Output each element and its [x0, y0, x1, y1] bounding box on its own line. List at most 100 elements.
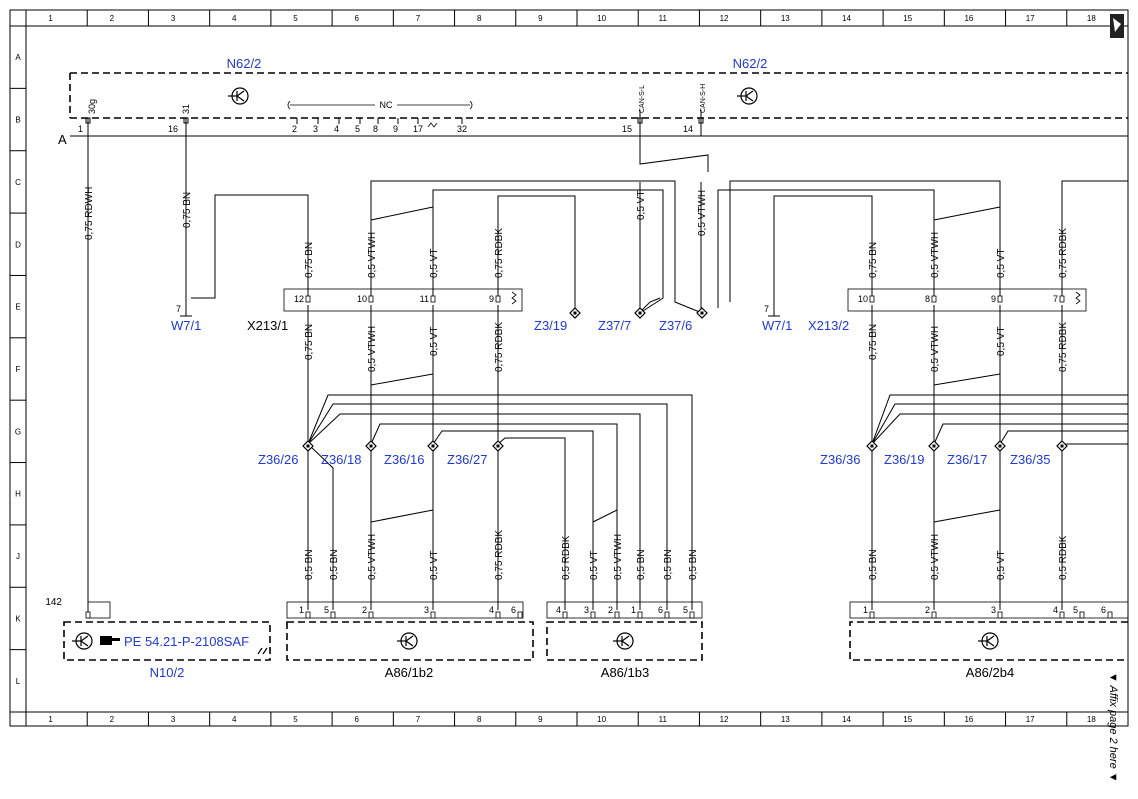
column-label: 4 — [232, 14, 237, 23]
column-label: 12 — [720, 14, 729, 23]
nc-pin-stubs — [296, 118, 463, 124]
wire-label: 0,5 VT — [996, 249, 1007, 278]
column-label: 3 — [171, 715, 176, 724]
row-label: J — [16, 552, 20, 561]
column-label: 5 — [293, 14, 298, 23]
column-label: 2 — [110, 715, 115, 724]
wire-label: 0,75 RDBK — [494, 322, 505, 372]
drawing-frame — [9, 9, 1129, 727]
wire-network — [87, 136, 1128, 614]
column-label: 10 — [597, 14, 606, 23]
nc-pin-label: 9 — [393, 124, 398, 134]
transistor-icon — [397, 632, 418, 650]
wire-label: 0,5 BN — [636, 549, 647, 580]
column-label: 10 — [597, 715, 606, 724]
wire-label: 0,5 VT — [429, 249, 440, 278]
column-label: 3 — [171, 14, 176, 23]
column-label: 15 — [903, 14, 912, 23]
row-label: E — [15, 303, 20, 312]
wire-label: 0,75 BN — [304, 242, 315, 278]
n62-can-l: CAN-S-L — [639, 85, 646, 113]
bottom-pin-stubs — [85, 611, 1113, 619]
x213-1-label: X213/1 — [247, 318, 288, 333]
wire-label: 0,75 RDBK — [494, 530, 505, 580]
module-pin: 3 — [991, 605, 996, 615]
n62-module-outline — [69, 72, 1128, 119]
wire-label: 0,5 VT — [996, 327, 1007, 356]
wire-label: 0,5 RDBK — [1058, 535, 1069, 580]
n10-2-label: N10/2 — [150, 665, 185, 680]
column-label: 6 — [354, 14, 359, 23]
z36-36-label: Z36/36 — [820, 452, 860, 467]
x213-1-pin: 9 — [489, 294, 494, 304]
column-label: 13 — [781, 14, 790, 23]
module-pin: 2 — [608, 605, 613, 615]
module-pin: 1 — [299, 605, 304, 615]
column-label: 7 — [416, 715, 421, 724]
wire-label: 0,5 VT — [589, 551, 600, 580]
x213-2-label: X213/2 — [808, 318, 849, 333]
a86-2b4-label: A86/2b4 — [966, 665, 1014, 680]
row-label: B — [15, 116, 20, 125]
module-pin: 4 — [489, 605, 494, 615]
column-label: 7 — [416, 14, 421, 23]
wire-label: 0,5 RDBK — [561, 535, 572, 580]
transistor-icon — [228, 87, 249, 105]
z36-16-label: Z36/16 — [384, 452, 424, 467]
n62-pin-15: 15 — [622, 124, 632, 134]
module-pin: 2 — [925, 605, 930, 615]
column-label: 6 — [354, 715, 359, 724]
transistor-icon — [978, 632, 999, 650]
module-pin: 2 — [362, 605, 367, 615]
wire-label: 0,5 VTWH — [613, 534, 624, 580]
module-pin: 4 — [556, 605, 561, 615]
n62-pin-stubs — [85, 110, 704, 136]
n62-pin-31: 31 — [181, 104, 191, 114]
x213-2-pin: 10 — [858, 294, 868, 304]
wire-label: 0,5 VT — [429, 327, 440, 356]
column-label: 8 — [477, 715, 482, 724]
wire-label: 0,5 VT — [996, 551, 1007, 580]
nc-label: NC — [380, 100, 393, 110]
column-label: 2 — [110, 14, 115, 23]
column-label: 5 — [293, 715, 298, 724]
row-label: L — [16, 677, 21, 686]
wire-label: 0,75 BN — [868, 324, 879, 360]
wire-label: 0,75 RDBK — [1058, 228, 1069, 278]
row-label: K — [15, 614, 21, 623]
bottom-pin-strips — [87, 601, 1129, 619]
bottom-module-outlines — [63, 621, 1128, 661]
x213-1-pin: 10 — [357, 294, 367, 304]
column-label: 4 — [232, 715, 237, 724]
wire-label: 0,5 VT — [636, 191, 647, 220]
row-label: G — [15, 427, 21, 436]
column-label: 16 — [964, 715, 973, 724]
x213-1-pin: 12 — [294, 294, 304, 304]
z3-19-label: Z3/19 — [534, 318, 567, 333]
module-pin: 5 — [683, 605, 688, 615]
row-label: F — [16, 365, 21, 374]
n10-reference-link[interactable]: PE 54.21-P-2108SAF — [124, 634, 249, 649]
column-label: 18 — [1087, 14, 1096, 23]
nc-pin-label: 5 — [355, 124, 360, 134]
n10-pin-142: 142 — [45, 597, 62, 608]
module-pin: 4 — [1053, 605, 1058, 615]
wire-label: 0,5 BN — [329, 549, 340, 580]
z36-26-label: Z36/26 — [258, 452, 298, 467]
z37-7-label: Z37/7 — [598, 318, 631, 333]
row-label: A — [15, 53, 21, 62]
wire-label: 0,75 RDBK — [494, 228, 505, 278]
n62-can-h: CAN-S-H — [700, 84, 707, 113]
wire-label: 0,5 BN — [868, 549, 879, 580]
module-pin: 1 — [631, 605, 636, 615]
nc-pin-label: 3 — [313, 124, 318, 134]
z36-27-label: Z36/27 — [447, 452, 487, 467]
row-label: D — [15, 240, 21, 249]
x213-2-pin: 9 — [991, 294, 996, 304]
nc-pin-label: 17 — [413, 124, 423, 134]
column-label: 1 — [48, 715, 53, 724]
